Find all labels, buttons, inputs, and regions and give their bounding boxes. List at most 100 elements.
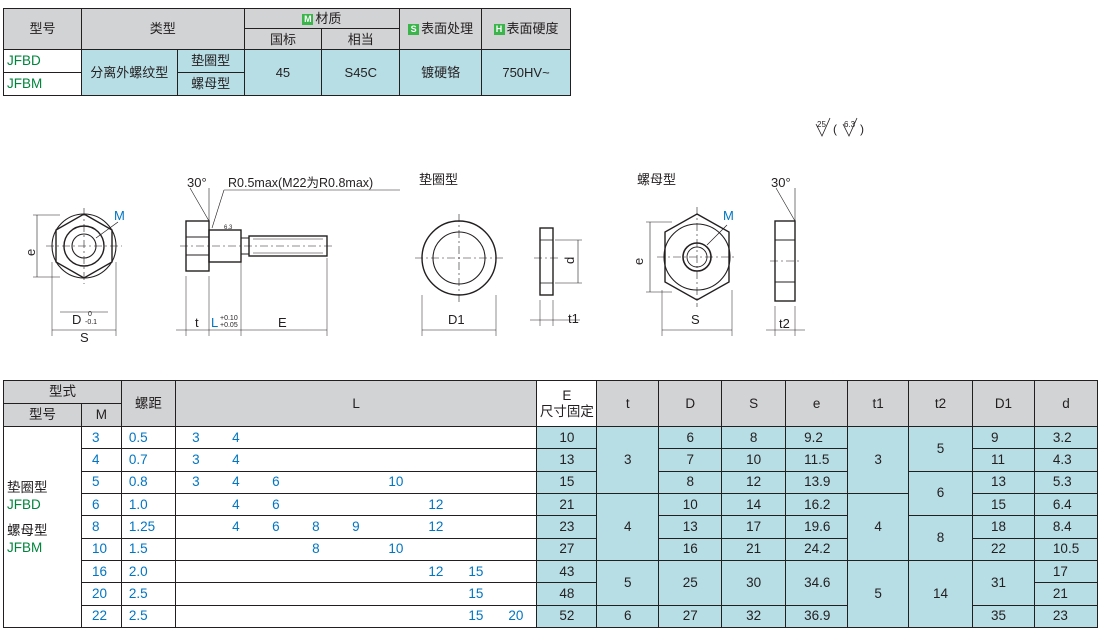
cell-d-small: 5.3: [1033, 470, 1099, 494]
cell-l-value: 10: [388, 474, 404, 490]
label-t: t: [195, 315, 199, 330]
cell-s: 21: [721, 537, 787, 561]
header-d-small: d: [1033, 380, 1099, 427]
tol-d-lower: -0.1: [85, 319, 97, 326]
cell-t2: 8: [908, 515, 973, 561]
header-t1: t1: [847, 380, 910, 427]
cell-pitch: 2.5: [120, 582, 176, 606]
cell-l-value: 10: [388, 541, 404, 557]
cell-e-small: 11.5: [785, 448, 849, 472]
cell-d1: 31: [971, 559, 1035, 606]
cell-s: 30: [721, 559, 787, 606]
cell-s: 10: [721, 448, 787, 472]
cell-m: 20: [80, 582, 122, 606]
front-view-washer: [33, 208, 122, 336]
header-e-small: e: [785, 380, 849, 427]
cell-l-value: 4: [232, 496, 240, 512]
cell-l-value: 12: [428, 518, 444, 534]
cell-e-small: 34.6: [785, 559, 849, 606]
cell-e: 13: [536, 448, 598, 472]
cell-d1: 9: [971, 425, 1035, 450]
cell-l-value: 4: [232, 451, 240, 467]
cell-l-value: 6: [272, 518, 280, 534]
cell-e: 27: [536, 537, 598, 561]
header-t: t: [596, 380, 660, 427]
hardness-label: 表面硬度: [506, 21, 559, 37]
nut-title: 螺母型: [637, 172, 676, 187]
cell-l-value: 15: [468, 563, 484, 579]
cell-s: 12: [721, 470, 787, 494]
technical-drawing: 25 ( 6.3 ) 30° R0.5max(M22为R0.8max) 垫圈型 …: [23, 117, 864, 345]
cell-l-value: 12: [428, 496, 444, 512]
cell-e: 10: [536, 425, 598, 450]
spec-header-type: 类型: [80, 8, 245, 50]
cell-t2: 6: [908, 470, 973, 517]
spec-subtype-nut: 螺母型: [176, 71, 245, 97]
cell-d1: 18: [971, 515, 1035, 539]
cell-m: 16: [80, 559, 122, 584]
cell-l-value: 12: [428, 563, 444, 579]
cell-d: 10: [658, 492, 723, 517]
roughness-value-1: 25: [817, 120, 826, 129]
cell-d: 8: [658, 470, 723, 494]
spec-material-equivalent: S45C: [321, 48, 401, 97]
cell-t: 3: [596, 426, 660, 494]
spec-hardness: 750HV~: [481, 48, 571, 97]
type-washer: 垫圈型: [7, 480, 48, 495]
cell-pitch: 0.7: [120, 448, 176, 472]
cell-l-value: 15: [468, 585, 484, 601]
cell-m: 10: [80, 537, 122, 561]
label-d-front: D: [72, 312, 81, 327]
cell-e-small: 36.9: [785, 604, 849, 629]
spec-surface: 镀硬铬: [399, 48, 483, 97]
cell-pitch: 0.8: [120, 470, 176, 494]
cell-d1: 35: [971, 604, 1035, 629]
cell-e-small: 19.6: [785, 515, 849, 539]
cell-t2: 14: [908, 559, 973, 629]
cell-l-value: 3: [192, 429, 200, 445]
label-t2: t2: [779, 316, 790, 331]
hardness-badge: H: [493, 24, 505, 36]
spec-model-jfbd: JFBD: [3, 48, 82, 73]
side-view-bolt: [176, 187, 400, 336]
label-d1: D1: [448, 312, 465, 327]
label-e-left: e: [23, 249, 38, 256]
label-s-front: S: [80, 330, 89, 345]
cell-s: 14: [721, 492, 787, 517]
header-e-label: E: [562, 387, 572, 403]
cell-e: 21: [536, 492, 598, 517]
type-nut: 螺母型: [7, 523, 48, 538]
cell-pitch: 1.5: [120, 537, 176, 561]
cell-d-small: 10.5: [1033, 537, 1099, 561]
cell-l-value: 9: [352, 518, 360, 534]
cell-e: 52: [536, 604, 598, 629]
cell-l-value: 3: [192, 451, 200, 467]
roughness-value-2: 6.3: [844, 120, 856, 129]
header-m: M: [80, 403, 122, 427]
label-e-right: e: [631, 258, 646, 265]
header-d1: D1: [971, 380, 1035, 427]
cell-d-small: 6.4: [1033, 492, 1099, 517]
cell-s: 17: [721, 515, 787, 539]
header-t2: t2: [908, 380, 973, 427]
cell-e-small: 16.2: [785, 492, 849, 517]
header-s: S: [721, 380, 787, 427]
tol-l-upper: +0.10: [220, 315, 238, 322]
nut-views: [646, 187, 805, 336]
cell-l-value: 4: [232, 474, 240, 490]
cell-m: 8: [80, 515, 122, 539]
cell-t1: 4: [847, 492, 910, 561]
label-s-nut: S: [691, 312, 700, 327]
cell-e-small: 24.2: [785, 537, 849, 561]
